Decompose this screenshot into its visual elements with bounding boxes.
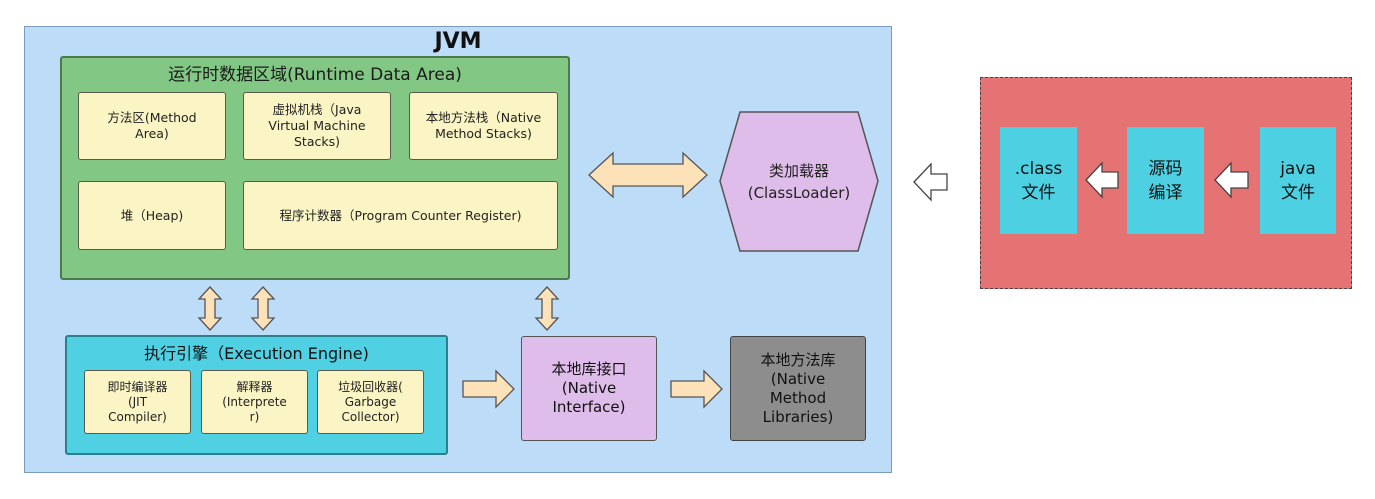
class-file-box: .class 文件 bbox=[1000, 127, 1077, 234]
left-arrow-icon bbox=[1085, 161, 1119, 199]
double-arrow-vertical-icon bbox=[197, 286, 223, 331]
garbage-collector-box: 垃圾回收器( Garbage Collector) bbox=[317, 370, 424, 434]
right-arrow-icon bbox=[670, 369, 723, 409]
execution-engine-title: 执行引擎（Execution Engine) bbox=[144, 344, 369, 363]
method-area-box: 方法区(Method Area) bbox=[78, 92, 226, 160]
runtime-data-area-title: 运行时数据区域(Runtime Data Area) bbox=[168, 64, 462, 85]
left-arrow-icon bbox=[1214, 161, 1249, 199]
compile-box: 源码 编译 bbox=[1127, 127, 1204, 234]
class-loader-label: 类加载器 (ClassLoader) bbox=[747, 162, 851, 202]
native-libraries-box: 本地方法库 (Native Method Libraries) bbox=[730, 336, 866, 441]
java-file-box: java 文件 bbox=[1260, 127, 1336, 234]
heap-box: 堆（Heap) bbox=[78, 181, 226, 250]
jit-compiler-box: 即时编译器 (JIT Compiler) bbox=[84, 370, 191, 434]
right-arrow-icon bbox=[462, 369, 515, 409]
double-arrow-vertical-icon bbox=[534, 286, 560, 331]
jvm-title: JVM bbox=[434, 28, 482, 54]
pc-register-box: 程序计数器（Program Counter Register) bbox=[243, 181, 558, 250]
interpreter-box: 解释器 (Interprete r) bbox=[201, 370, 308, 434]
left-arrow-icon bbox=[913, 162, 948, 202]
native-method-stacks-box: 本地方法栈（Native Method Stacks) bbox=[409, 92, 558, 160]
native-interface-box: 本地库接口 (Native Interface) bbox=[521, 336, 657, 441]
class-loader-hexagon bbox=[719, 111, 879, 252]
double-arrow-horizontal-icon bbox=[588, 151, 708, 199]
double-arrow-vertical-icon bbox=[250, 286, 276, 331]
jvm-stacks-box: 虚拟机栈（Java Virtual Machine Stacks) bbox=[243, 92, 391, 160]
